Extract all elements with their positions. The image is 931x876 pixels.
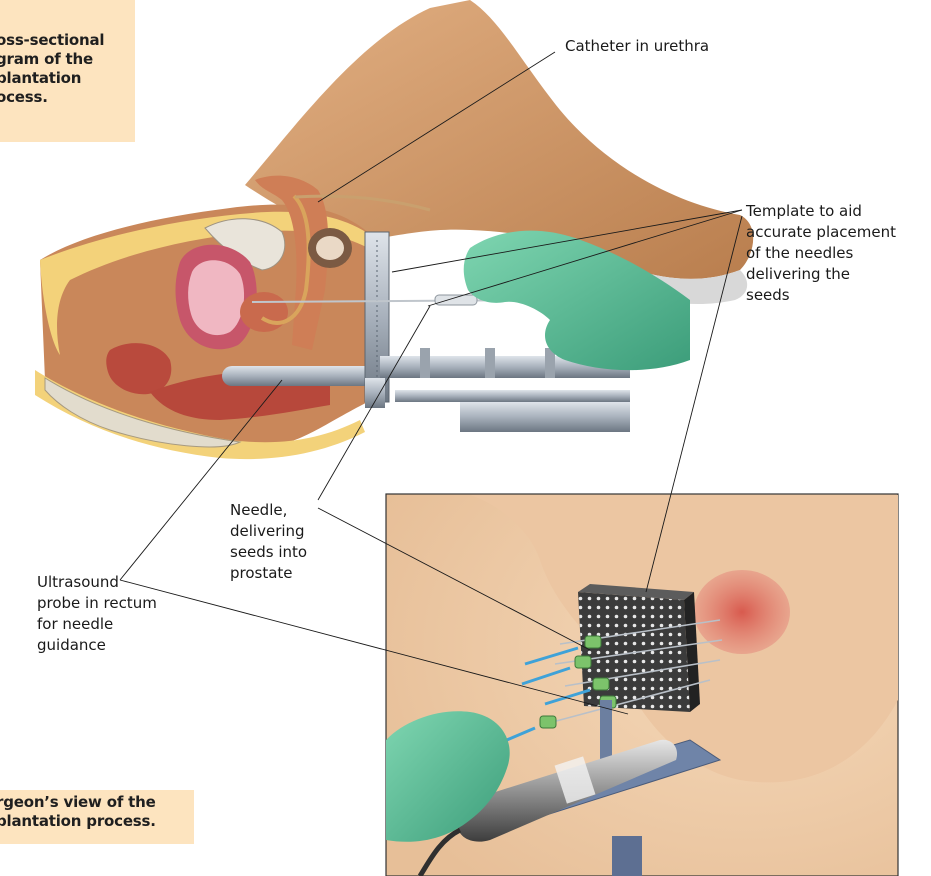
surgeon-view-figure	[386, 494, 898, 876]
needle-hub	[435, 295, 477, 305]
caption-cross-section-line-4: ocess.	[0, 88, 135, 107]
caption-cross-section-line-3: plantation	[0, 69, 135, 88]
label-catheter-line-1: Catheter in urethra	[565, 36, 709, 57]
label-needle: Needle, delivering seeds into prostate	[230, 500, 307, 584]
label-probe: Ultrasound probe in rectum for needle gu…	[37, 572, 157, 656]
label-template-line-1: Template to aid	[746, 201, 896, 222]
caption-cross-section-line-2: gram of the	[0, 50, 135, 69]
cross-section-figure	[35, 0, 753, 459]
label-needle-line-4: prostate	[230, 563, 307, 584]
label-template-line-3: of the needles	[746, 243, 896, 264]
caption-cross-section-line-1: oss-sectional	[0, 31, 135, 50]
label-needle-line-2: delivering	[230, 521, 307, 542]
caption-surgeon-view: rgeon’s view of the plantation process.	[0, 790, 194, 844]
label-catheter: Catheter in urethra	[565, 36, 709, 57]
label-probe-line-1: Ultrasound	[37, 572, 157, 593]
caption-surgeon-view-line-1: rgeon’s view of the	[0, 793, 194, 812]
prostate	[240, 292, 288, 332]
bladder-interior	[188, 260, 244, 335]
testicle-interior	[316, 236, 344, 260]
label-template-line-4: delivering the	[746, 264, 896, 285]
label-template: Template to aid accurate placement of th…	[746, 201, 896, 306]
label-probe-line-3: for needle	[37, 614, 157, 635]
label-template-line-5: seeds	[746, 285, 896, 306]
caption-surgeon-view-line-2: plantation process.	[0, 812, 194, 831]
label-needle-line-3: seeds into	[230, 542, 307, 563]
caption-cross-section: oss-sectional gram of the plantation oce…	[0, 0, 135, 142]
label-needle-line-1: Needle,	[230, 500, 307, 521]
label-probe-line-4: guidance	[37, 635, 157, 656]
label-template-line-2: accurate placement	[746, 222, 896, 243]
ultrasound-probe	[222, 366, 382, 386]
label-probe-line-2: probe in rectum	[37, 593, 157, 614]
